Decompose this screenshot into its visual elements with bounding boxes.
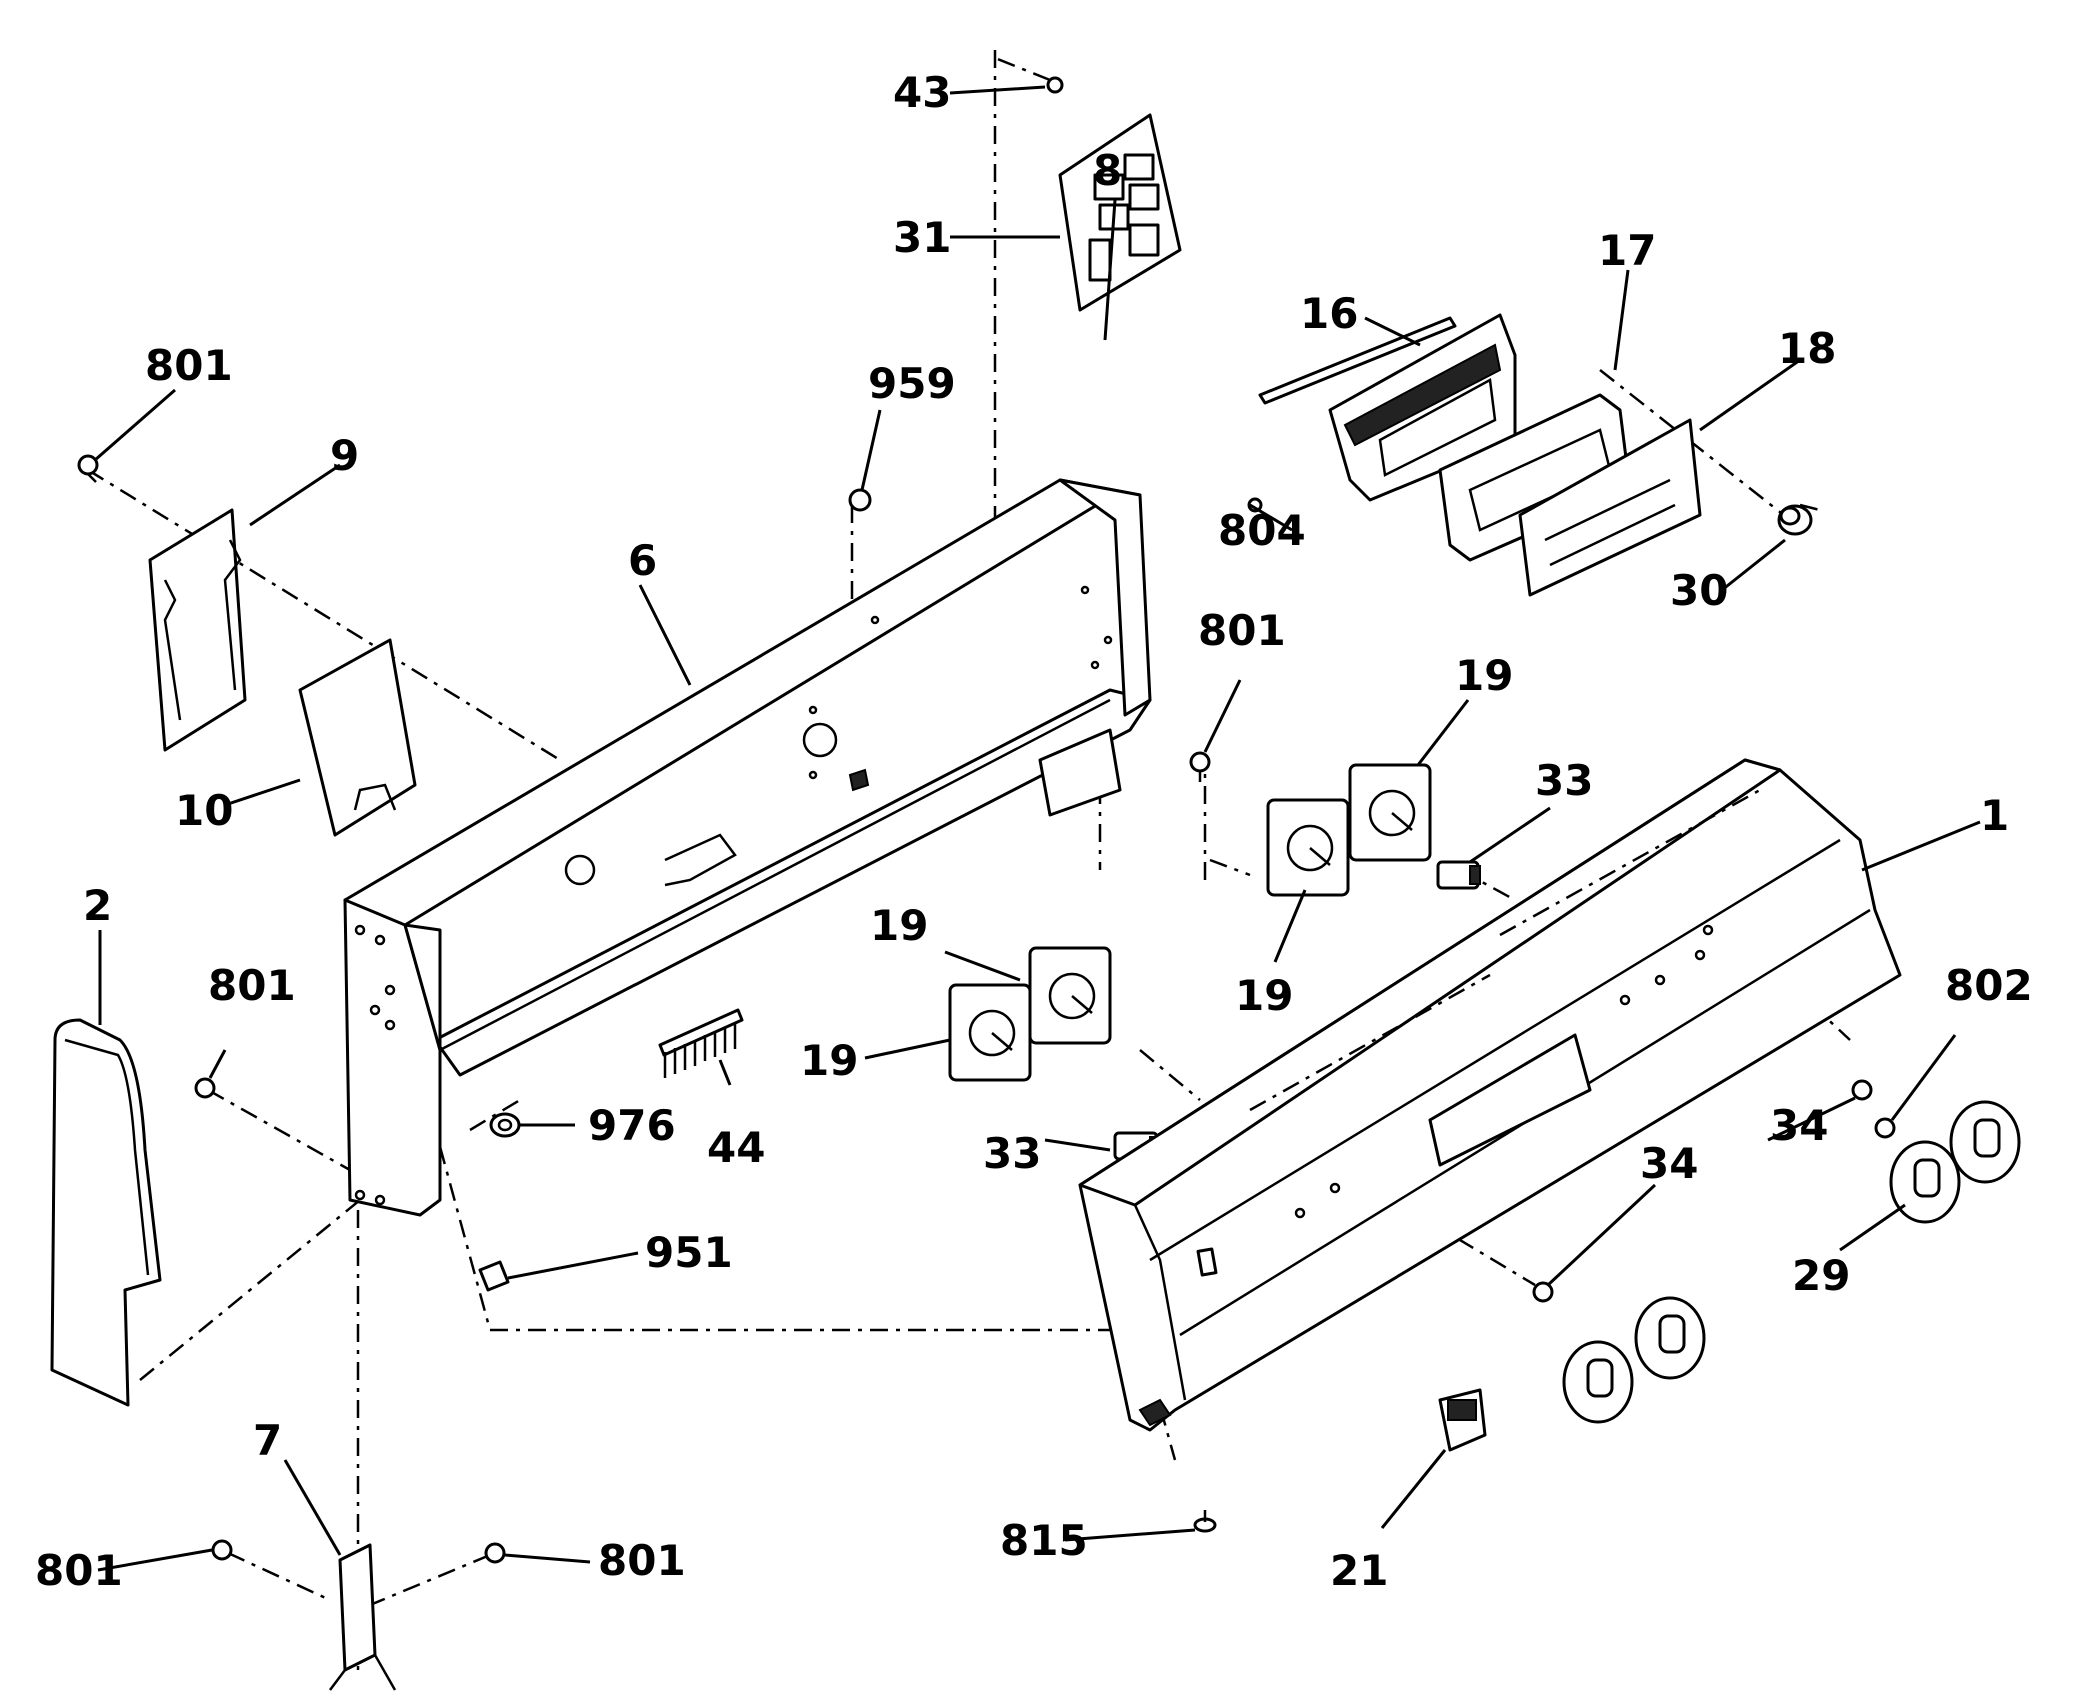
label-801-b: 801 xyxy=(1198,606,1286,655)
label-8: 8 xyxy=(1093,146,1122,195)
label-801-a: 801 xyxy=(145,341,233,390)
back-frame-part-6 xyxy=(343,478,1152,1217)
label-19-b: 19 xyxy=(870,901,928,950)
backguard-panel-part-1 xyxy=(1078,758,1902,1432)
label-18: 18 xyxy=(1778,324,1836,373)
label-21: 21 xyxy=(1330,1546,1388,1595)
label-801-e: 801 xyxy=(598,1536,686,1585)
wire-harness-part-44 xyxy=(658,1008,744,1078)
label-801-d: 801 xyxy=(35,1546,123,1595)
label-29: 29 xyxy=(1792,1251,1850,1300)
label-801-c: 801 xyxy=(208,961,296,1010)
label-31: 31 xyxy=(893,213,951,262)
label-10: 10 xyxy=(175,786,233,835)
end-cap-part-2 xyxy=(50,1018,162,1407)
switches-part-19 xyxy=(948,763,1432,1082)
label-33-b: 33 xyxy=(983,1129,1041,1178)
label-16: 16 xyxy=(1300,289,1358,338)
label-34-a: 34 xyxy=(1770,1101,1828,1150)
control-assembly xyxy=(1258,313,1813,597)
part-labels: 43 31 8 17 16 18 801 959 9 804 30 6 801 … xyxy=(35,68,2033,1595)
label-804: 804 xyxy=(1218,506,1306,555)
label-33-a: 33 xyxy=(1535,756,1593,805)
leader-lines xyxy=(94,85,1981,1572)
label-1: 1 xyxy=(1980,791,2009,840)
label-19-d: 19 xyxy=(800,1036,858,1085)
label-19-a: 19 xyxy=(1455,651,1513,700)
label-815: 815 xyxy=(1000,1516,1088,1565)
fasteners xyxy=(77,76,1896,1564)
label-9: 9 xyxy=(330,431,359,480)
label-7: 7 xyxy=(253,1416,282,1465)
label-17: 17 xyxy=(1598,226,1656,275)
label-951: 951 xyxy=(645,1228,733,1277)
leg-part-7 xyxy=(329,1543,397,1691)
label-976: 976 xyxy=(588,1101,676,1150)
label-802: 802 xyxy=(1945,961,2033,1010)
bracket-part-10 xyxy=(298,638,417,837)
label-34-b: 34 xyxy=(1640,1139,1698,1188)
label-19-c: 19 xyxy=(1235,971,1293,1020)
label-30: 30 xyxy=(1670,566,1728,615)
label-959: 959 xyxy=(868,359,956,408)
bracket-part-9 xyxy=(148,508,247,752)
control-board-part-31 xyxy=(1058,113,1182,312)
label-43: 43 xyxy=(893,68,951,117)
label-6: 6 xyxy=(628,536,657,585)
label-2: 2 xyxy=(83,881,112,930)
rocker-switch-part-21 xyxy=(1438,1388,1487,1452)
knobs-part-29 xyxy=(1562,1100,2021,1424)
label-44: 44 xyxy=(707,1123,765,1172)
